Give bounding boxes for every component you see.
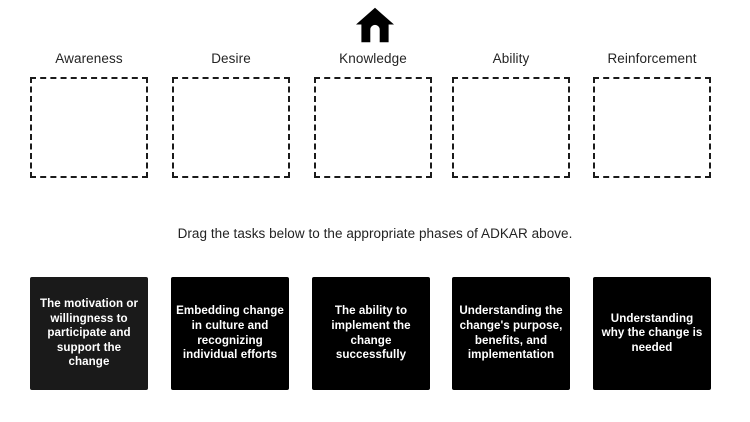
dropzone-awareness[interactable]: [30, 77, 148, 178]
task-card-text: Understanding the change's purpose, bene…: [459, 304, 563, 362]
task-card-text: Embedding change in culture and recogniz…: [176, 304, 284, 362]
task-card[interactable]: The motivation or willingness to partici…: [30, 277, 148, 390]
phase-label-awareness: Awareness: [55, 51, 123, 66]
phase-column-desire: Desire: [172, 50, 290, 178]
phase-label-reinforcement: Reinforcement: [607, 51, 697, 66]
task-card-text: The ability to implement the change succ…: [331, 304, 411, 362]
dropzone-desire[interactable]: [172, 77, 290, 178]
task-card[interactable]: Understanding the change's purpose, bene…: [452, 277, 570, 390]
dropzone-ability[interactable]: [452, 77, 570, 178]
instruction-text: Drag the tasks below to the appropriate …: [177, 226, 573, 241]
dropzone-knowledge[interactable]: [314, 77, 432, 178]
phase-label-ability: Ability: [492, 51, 530, 66]
task-card[interactable]: Embedding change in culture and recogniz…: [171, 277, 289, 390]
dropzone-reinforcement[interactable]: [593, 77, 711, 178]
phase-column-ability: Ability: [452, 50, 570, 178]
task-card[interactable]: The ability to implement the change succ…: [312, 277, 430, 390]
task-cards-row: The motivation or willingness to partici…: [30, 277, 712, 390]
phase-column-knowledge: Knowledge: [314, 50, 432, 178]
home-icon: [355, 7, 395, 43]
phase-column-reinforcement: Reinforcement: [593, 50, 711, 178]
phase-column-awareness: Awareness: [30, 50, 148, 178]
task-card[interactable]: Understanding why the change is needed: [593, 277, 711, 390]
task-card-text: The motivation or willingness to partici…: [39, 297, 139, 369]
home-icon-container: [0, 6, 750, 44]
adkar-phase-row: Awareness Desire Knowledge Ability Reinf…: [30, 50, 712, 190]
phase-label-desire: Desire: [211, 51, 251, 66]
task-card-text: Understanding why the change is needed: [601, 311, 703, 354]
phase-label-knowledge: Knowledge: [339, 51, 407, 66]
